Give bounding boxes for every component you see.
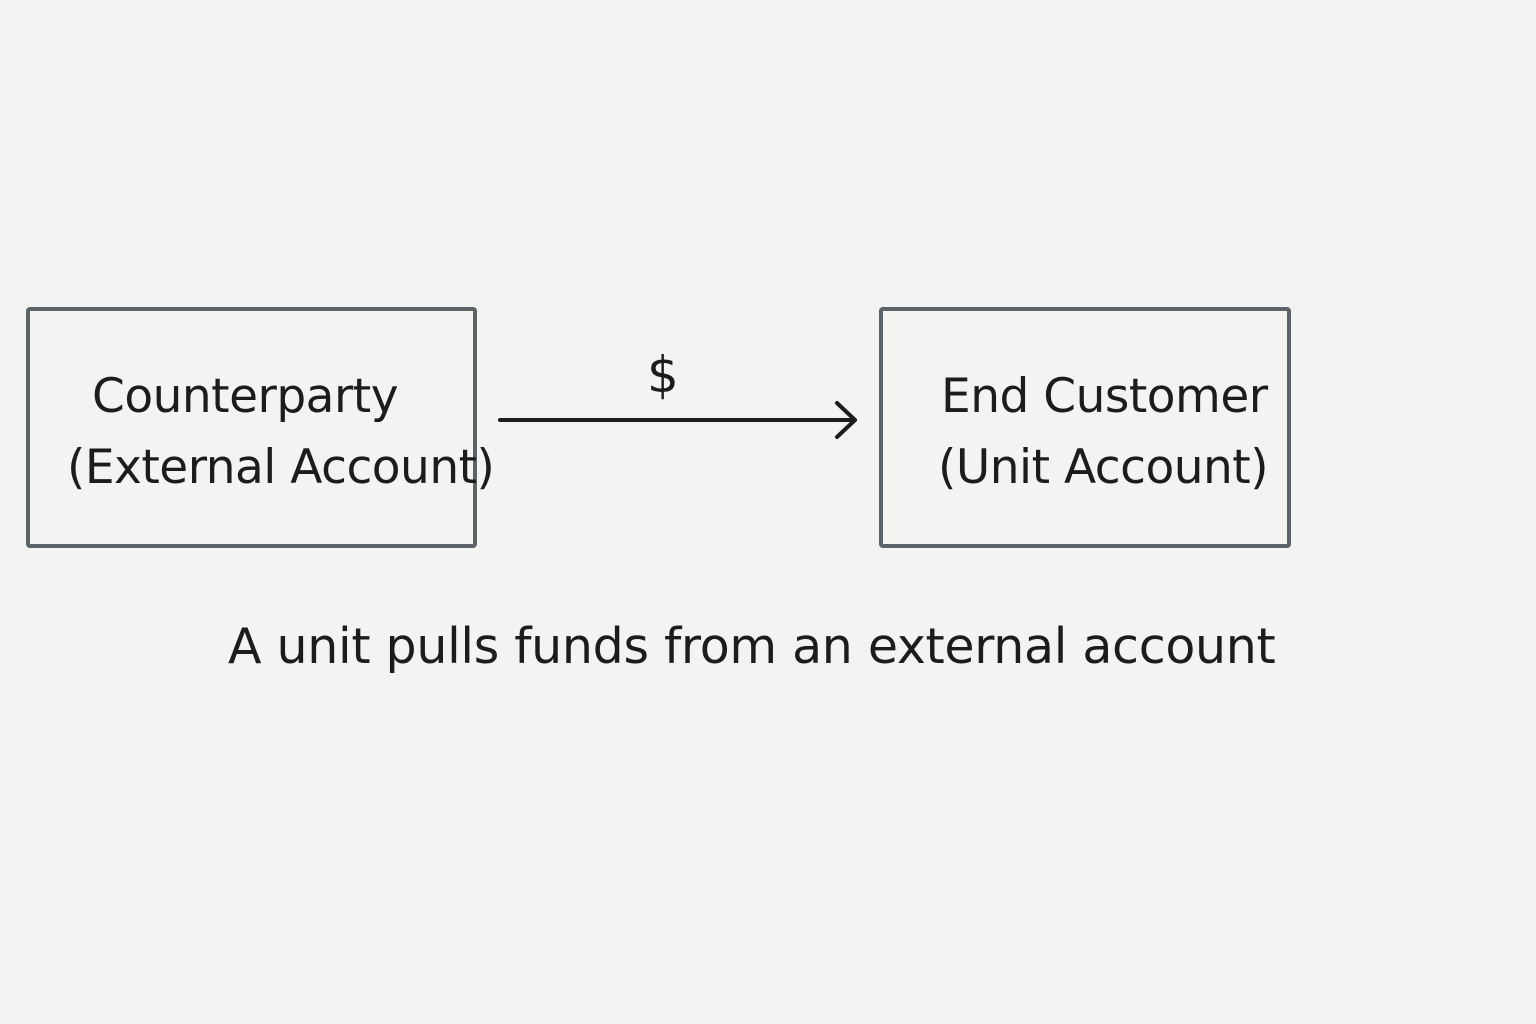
flow-label: $ [647, 346, 679, 404]
counterparty-subtitle: (External Account) [67, 440, 495, 495]
counterparty-title: Counterparty [92, 369, 399, 424]
end-customer-title: End Customer [941, 369, 1268, 424]
diagram-caption: A unit pulls funds from an external acco… [228, 618, 1276, 675]
flow-arrow [498, 401, 857, 439]
arrow-head [835, 401, 857, 439]
end-customer-subtitle: (Unit Account) [938, 440, 1269, 495]
end-customer-box: End Customer (Unit Account) [879, 307, 1291, 548]
counterparty-box: Counterparty (External Account) [26, 307, 495, 548]
